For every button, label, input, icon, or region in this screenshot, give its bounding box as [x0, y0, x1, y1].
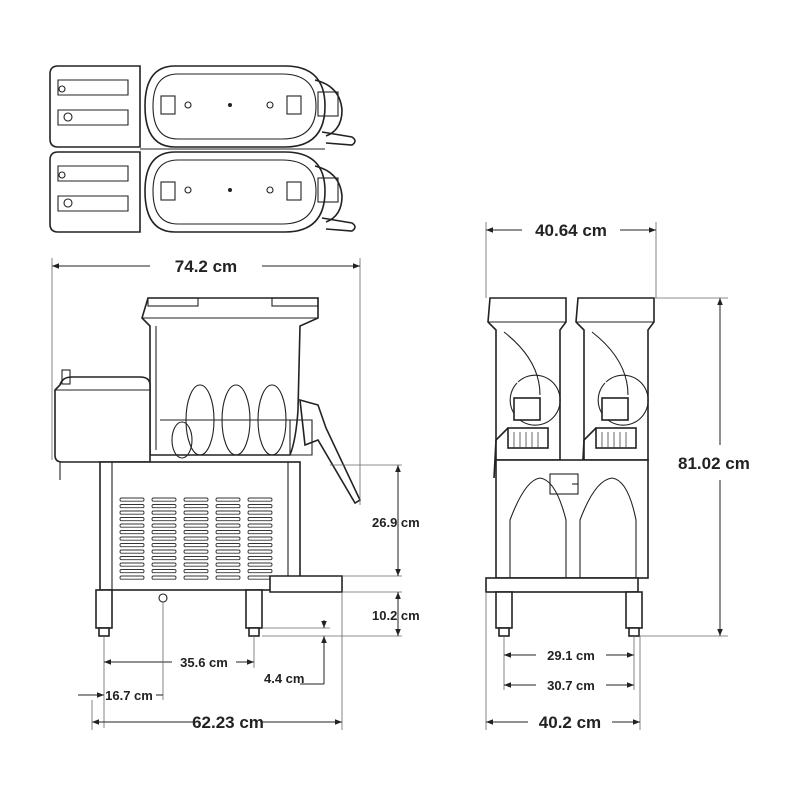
dimension-lines [51, 222, 728, 730]
label-overall-width: 74.2 cm [175, 257, 237, 276]
label-base-width: 62.23 cm [192, 713, 264, 732]
legs [95, 589, 263, 637]
side-bowl [141, 297, 319, 456]
front-bowl-right [575, 297, 655, 479]
label-drip-tray-height: 26.9 cm [372, 515, 420, 530]
label-top-width: 40.64 cm [535, 221, 607, 240]
dimension-labels: 74.2 cm 40.64 cm 81.02 cm 26.9 cm 10.2 c… [105, 221, 750, 732]
vent-louvers [119, 497, 273, 580]
auger [160, 384, 295, 459]
label-leg-height: 10.2 cm [372, 608, 420, 623]
label-front-base-width: 40.2 cm [539, 713, 601, 732]
dispense-handle [299, 398, 362, 505]
base-cabinet [99, 461, 301, 591]
front-bowl-left [487, 297, 567, 479]
label-overall-height: 81.02 cm [678, 454, 750, 473]
top-view-bowl-upper [49, 65, 356, 148]
motor-housing [54, 376, 151, 463]
top-view-bowl-lower [49, 151, 356, 233]
drip-tray [269, 575, 343, 593]
label-leg-offset: 16.7 cm [105, 688, 153, 703]
label-leg-spacing: 35.6 cm [180, 655, 228, 670]
top-view [49, 65, 356, 233]
label-outer-leg-spacing: 30.7 cm [547, 678, 595, 693]
side-view [54, 297, 362, 637]
label-inner-leg-spacing: 29.1 cm [547, 648, 595, 663]
front-view [485, 297, 655, 637]
front-base-cabinet [495, 459, 649, 579]
label-foot-height: 4.4 cm [264, 671, 304, 686]
